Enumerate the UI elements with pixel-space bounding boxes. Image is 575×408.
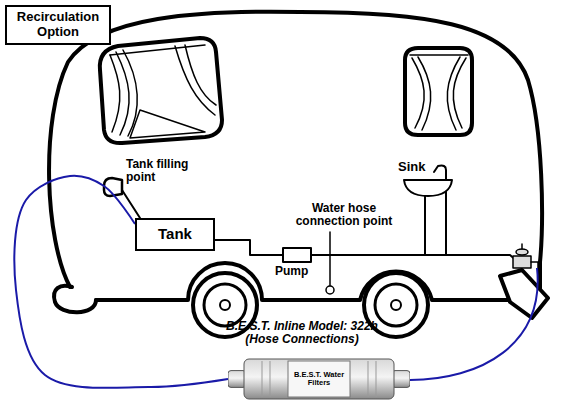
curtain (110, 45, 216, 138)
water-pipe (215, 240, 518, 262)
part-label: Water hose connection point (292, 202, 396, 228)
title-box: Recirculation Option (5, 5, 111, 45)
sink-tap (434, 166, 446, 256)
caravan-body (49, 12, 542, 300)
filling-pipe (122, 190, 140, 218)
sink-drain (424, 195, 426, 255)
part-label: B.E.S.T. Inline Model: 322h (Hose Connec… (212, 320, 392, 346)
node-text: B.E.S.T. Water Filters (290, 371, 348, 388)
water-hose (410, 268, 538, 380)
window (405, 48, 472, 135)
tank-box: Tank (135, 218, 215, 251)
leader-line (329, 232, 331, 286)
filter-cartridge: B.E.S.T. Water Filters (228, 358, 410, 400)
outside-tap (513, 244, 538, 268)
hose-connection-point (326, 286, 334, 294)
node-text: Tank (158, 226, 192, 243)
part-label: Sink (398, 160, 438, 174)
water-hose (14, 176, 228, 388)
window (100, 38, 222, 143)
curtain (410, 55, 468, 130)
part-label: Tank filling point (126, 158, 198, 184)
rear-step (500, 270, 548, 318)
diagram-title: Recirculation Option (11, 10, 105, 40)
sink-bowl (404, 180, 452, 196)
part-label: Pump (275, 265, 319, 278)
pump-symbol (283, 248, 311, 262)
caravan-nose (54, 286, 96, 312)
